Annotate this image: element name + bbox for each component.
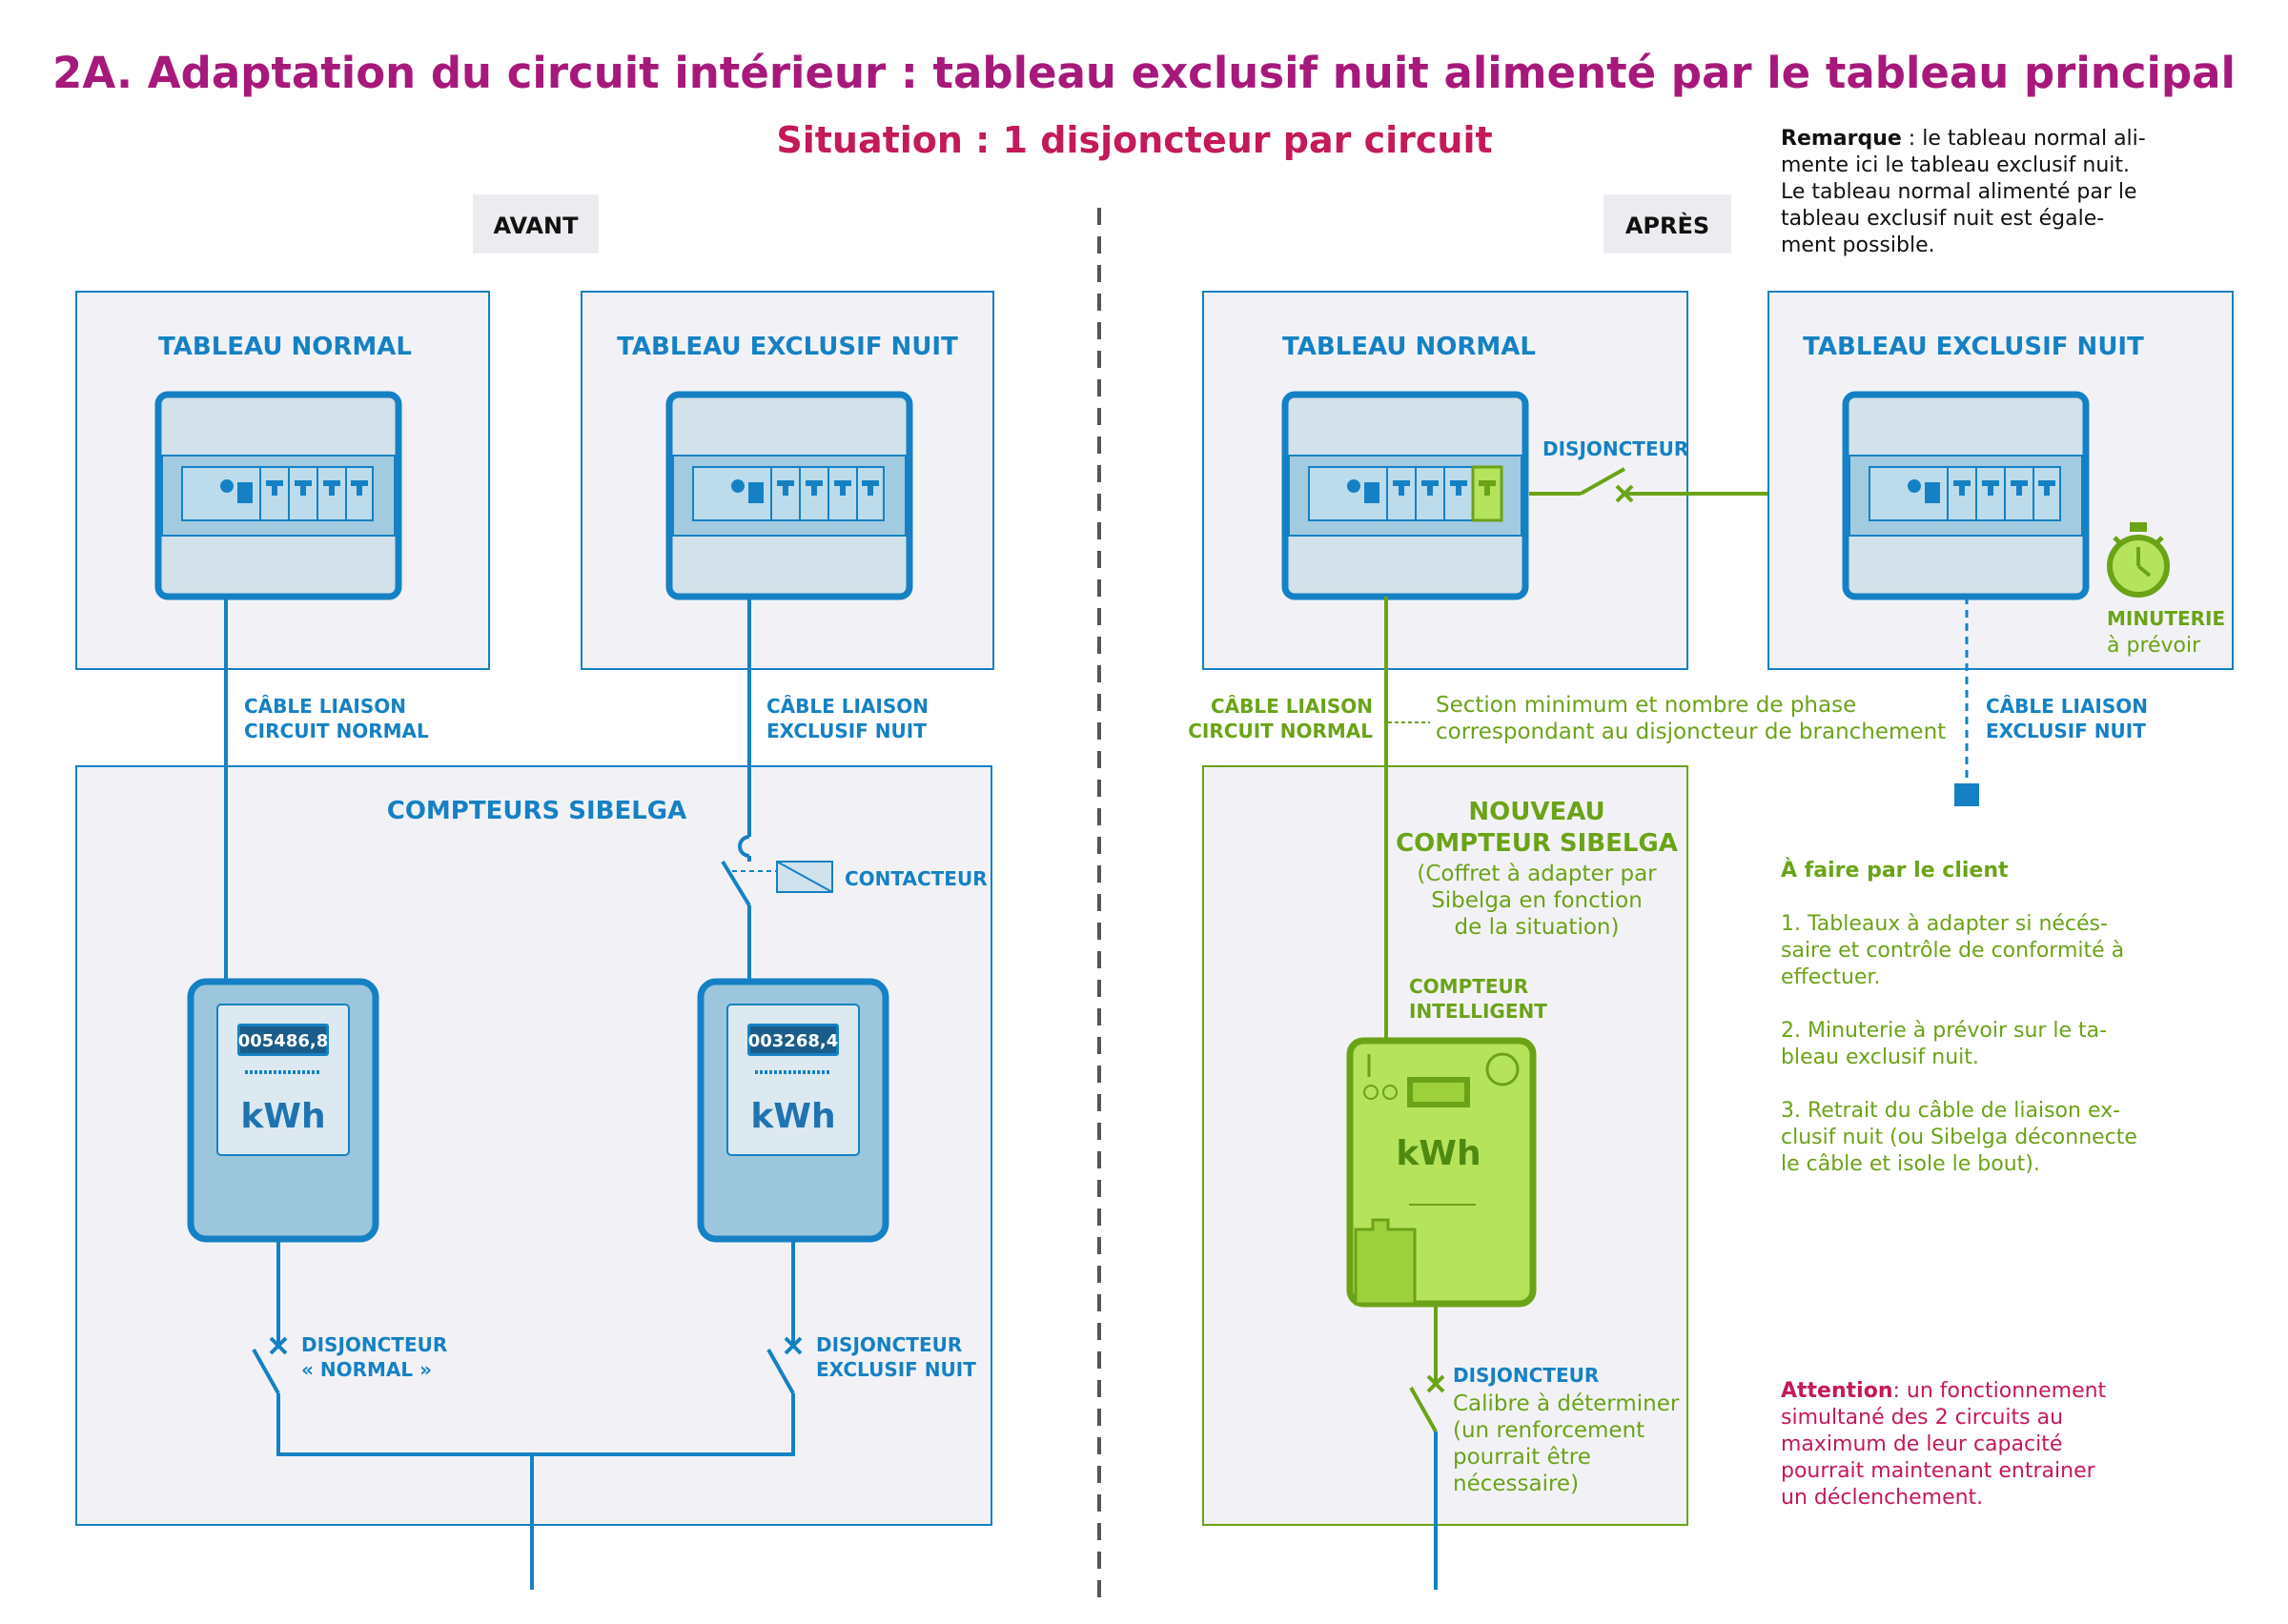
apres-cable-nuit-label: CÂBLE LIAISON xyxy=(1986,695,2148,718)
svg-text:pourrait maintenant entrainer: pourrait maintenant entrainer xyxy=(1781,1459,2096,1483)
avant-breaker-nuit-label-2: EXCLUSIF NUIT xyxy=(816,1358,976,1381)
apres-cable-normal-label-2: CIRCUIT NORMAL xyxy=(1188,720,1373,742)
avant-meter-normal xyxy=(187,978,379,1243)
attention-note: Attention: un fonctionnement simultané d… xyxy=(1781,1379,2107,1510)
apres-cable-nuit-removed xyxy=(1954,597,1979,806)
client-item-2: 2. Minuterie à prévoir sur le ta- bleau … xyxy=(1781,1019,2107,1069)
avant-meter-nuit xyxy=(697,978,889,1243)
svg-text:maximum de leur capacité: maximum de leur capacité xyxy=(1781,1432,2062,1456)
attention-label: Attention xyxy=(1781,1379,1892,1403)
svg-text:2. Minuterie à prévoir sur le: 2. Minuterie à prévoir sur le ta- xyxy=(1781,1019,2107,1043)
svg-text:un déclenchement.: un déclenchement. xyxy=(1781,1486,1983,1510)
svg-text:mente ici le tableau exclusif: mente ici le tableau exclusif nuit. xyxy=(1781,153,2130,177)
apres-breaker xyxy=(1409,1304,1445,1590)
avant-meter-normal-reading: 005486,8 xyxy=(238,1031,329,1051)
avant-breaker-normal xyxy=(252,1239,288,1454)
avant-meter-normal-unit: kWh xyxy=(240,1097,325,1136)
apres-panel-normal-title: TABLEAU NORMAL xyxy=(1282,333,1536,361)
svg-text:simultané des 2 circuits au: simultané des 2 circuits au xyxy=(1781,1406,2063,1430)
minuterie-label: MINUTERIE xyxy=(2107,607,2225,630)
minuterie-label-2: à prévoir xyxy=(2107,634,2201,658)
client-item-1: 1. Tableaux à adapter si nécés- saire et… xyxy=(1781,912,2124,989)
svg-text:saire et contrôle de conformit: saire et contrôle de conformité à xyxy=(1781,939,2124,963)
new-meter-desc: (Coffret à adapter par xyxy=(1417,862,1657,886)
svg-text:le câble et isole le bout).: le câble et isole le bout). xyxy=(1781,1152,2040,1176)
avant-panel-nuit-title: TABLEAU EXCLUSIF NUIT xyxy=(617,333,958,361)
apres-panel-nuit-title: TABLEAU EXCLUSIF NUIT xyxy=(1803,333,2144,361)
svg-text:Le tableau normal alimenté par: Le tableau normal alimenté par le xyxy=(1781,180,2137,204)
apres-link-breaker-label: DISJONCTEUR xyxy=(1542,437,1688,460)
avant-breaker-normal-label-2: « NORMAL » xyxy=(301,1358,432,1381)
svg-text:bleau exclusif nuit.: bleau exclusif nuit. xyxy=(1781,1045,1979,1069)
svg-text:Attention: un fonctionnement: Attention: un fonctionnement xyxy=(1781,1379,2107,1403)
apres-panel-nuit-board xyxy=(1846,395,2086,597)
smart-meter xyxy=(1346,1037,1537,1308)
avant-tab-label: AVANT xyxy=(494,213,580,239)
page-title: 2A. Adaptation du circuit intérieur : ta… xyxy=(52,48,2236,98)
apres-cable-normal-label: CÂBLE LIAISON xyxy=(1211,695,1373,718)
page-subtitle: Situation : 1 disjoncteur par circuit xyxy=(776,119,1492,161)
apres-tab xyxy=(1604,194,1731,254)
apres-tab-label: APRÈS xyxy=(1625,212,1709,239)
apres-breaker-desc: Calibre à déterminer xyxy=(1453,1391,1680,1416)
contacteur-label: CONTACTEUR xyxy=(845,867,988,890)
avant-cable-nuit-label: CÂBLE LIAISON xyxy=(766,695,929,718)
remark-label: Remarque xyxy=(1781,127,1902,151)
remark-note: Remarque : le tableau normal ali- mente … xyxy=(1781,127,2146,257)
smart-meter-label: COMPTEUR xyxy=(1409,975,1528,998)
apres-breaker-desc-4: nécessaire) xyxy=(1453,1472,1579,1496)
svg-text:ment possible.: ment possible. xyxy=(1781,233,1935,257)
avant-panel-normal-title: TABLEAU NORMAL xyxy=(158,333,412,361)
client-item-3: 3. Retrait du câble de liaison ex- clusi… xyxy=(1781,1099,2137,1176)
avant-meter-nuit-unit: kWh xyxy=(750,1097,835,1136)
avant-breaker-normal-label: DISJONCTEUR xyxy=(301,1333,447,1356)
avant-cable-normal-label-2: CIRCUIT NORMAL xyxy=(244,720,429,742)
avant-cable-nuit-label-2: EXCLUSIF NUIT xyxy=(766,720,927,742)
avant-meter-nuit-reading: 003268,4 xyxy=(748,1031,839,1051)
avant-breaker-nuit xyxy=(766,1239,803,1454)
new-meter-desc-3: de la situation) xyxy=(1455,915,1620,940)
apres-breaker-desc-2: (un renforcement xyxy=(1453,1418,1644,1443)
svg-text:Remarque : le tableau normal a: Remarque : le tableau normal ali- xyxy=(1781,127,2146,151)
avant-panel-normal-board xyxy=(158,395,398,597)
new-meter-desc-2: Sibelga en fonction xyxy=(1431,888,1643,913)
avant-supply-line xyxy=(276,1452,795,1590)
svg-text:tableau exclusif nuit est égal: tableau exclusif nuit est égale- xyxy=(1781,207,2104,231)
svg-text:clusif nuit (ou Sibelga déconn: clusif nuit (ou Sibelga déconnecte xyxy=(1781,1126,2137,1149)
smart-meter-label-2: INTELLIGENT xyxy=(1409,1000,1547,1023)
apres-breaker-label: DISJONCTEUR xyxy=(1453,1364,1599,1387)
apres-cable-nuit-label-2: EXCLUSIF NUIT xyxy=(1986,720,2146,742)
contacteur-symbol xyxy=(721,835,833,982)
svg-text:effectuer.: effectuer. xyxy=(1781,965,1880,989)
client-title: À faire par le client xyxy=(1781,858,2009,883)
svg-text:1. Tableaux à adapter si nécés: 1. Tableaux à adapter si nécés- xyxy=(1781,912,2108,936)
avant-meters-title: COMPTEURS SIBELGA xyxy=(387,797,687,825)
avant-tab xyxy=(473,194,599,254)
new-meter-title-2: COMPTEUR SIBELGA xyxy=(1396,829,1678,858)
new-meter-title: NOUVEAU xyxy=(1468,798,1604,826)
apres-panel-normal-board xyxy=(1285,395,1525,597)
section-note-2: correspondant au disjoncteur de branchem… xyxy=(1436,720,1946,744)
avant-breaker-nuit-label: DISJONCTEUR xyxy=(816,1333,962,1356)
section-note: Section minimum et nombre de phase xyxy=(1436,693,1856,718)
stopwatch-icon xyxy=(2107,522,2170,598)
avant-panel-nuit-board xyxy=(669,395,909,597)
smart-meter-unit: kWh xyxy=(1396,1134,1481,1173)
avant-cable-normal-label: CÂBLE LIAISON xyxy=(244,695,406,718)
apres-breaker-desc-3: pourrait être xyxy=(1453,1445,1591,1470)
svg-text:3. Retrait du câble de liaison: 3. Retrait du câble de liaison ex- xyxy=(1781,1099,2120,1123)
